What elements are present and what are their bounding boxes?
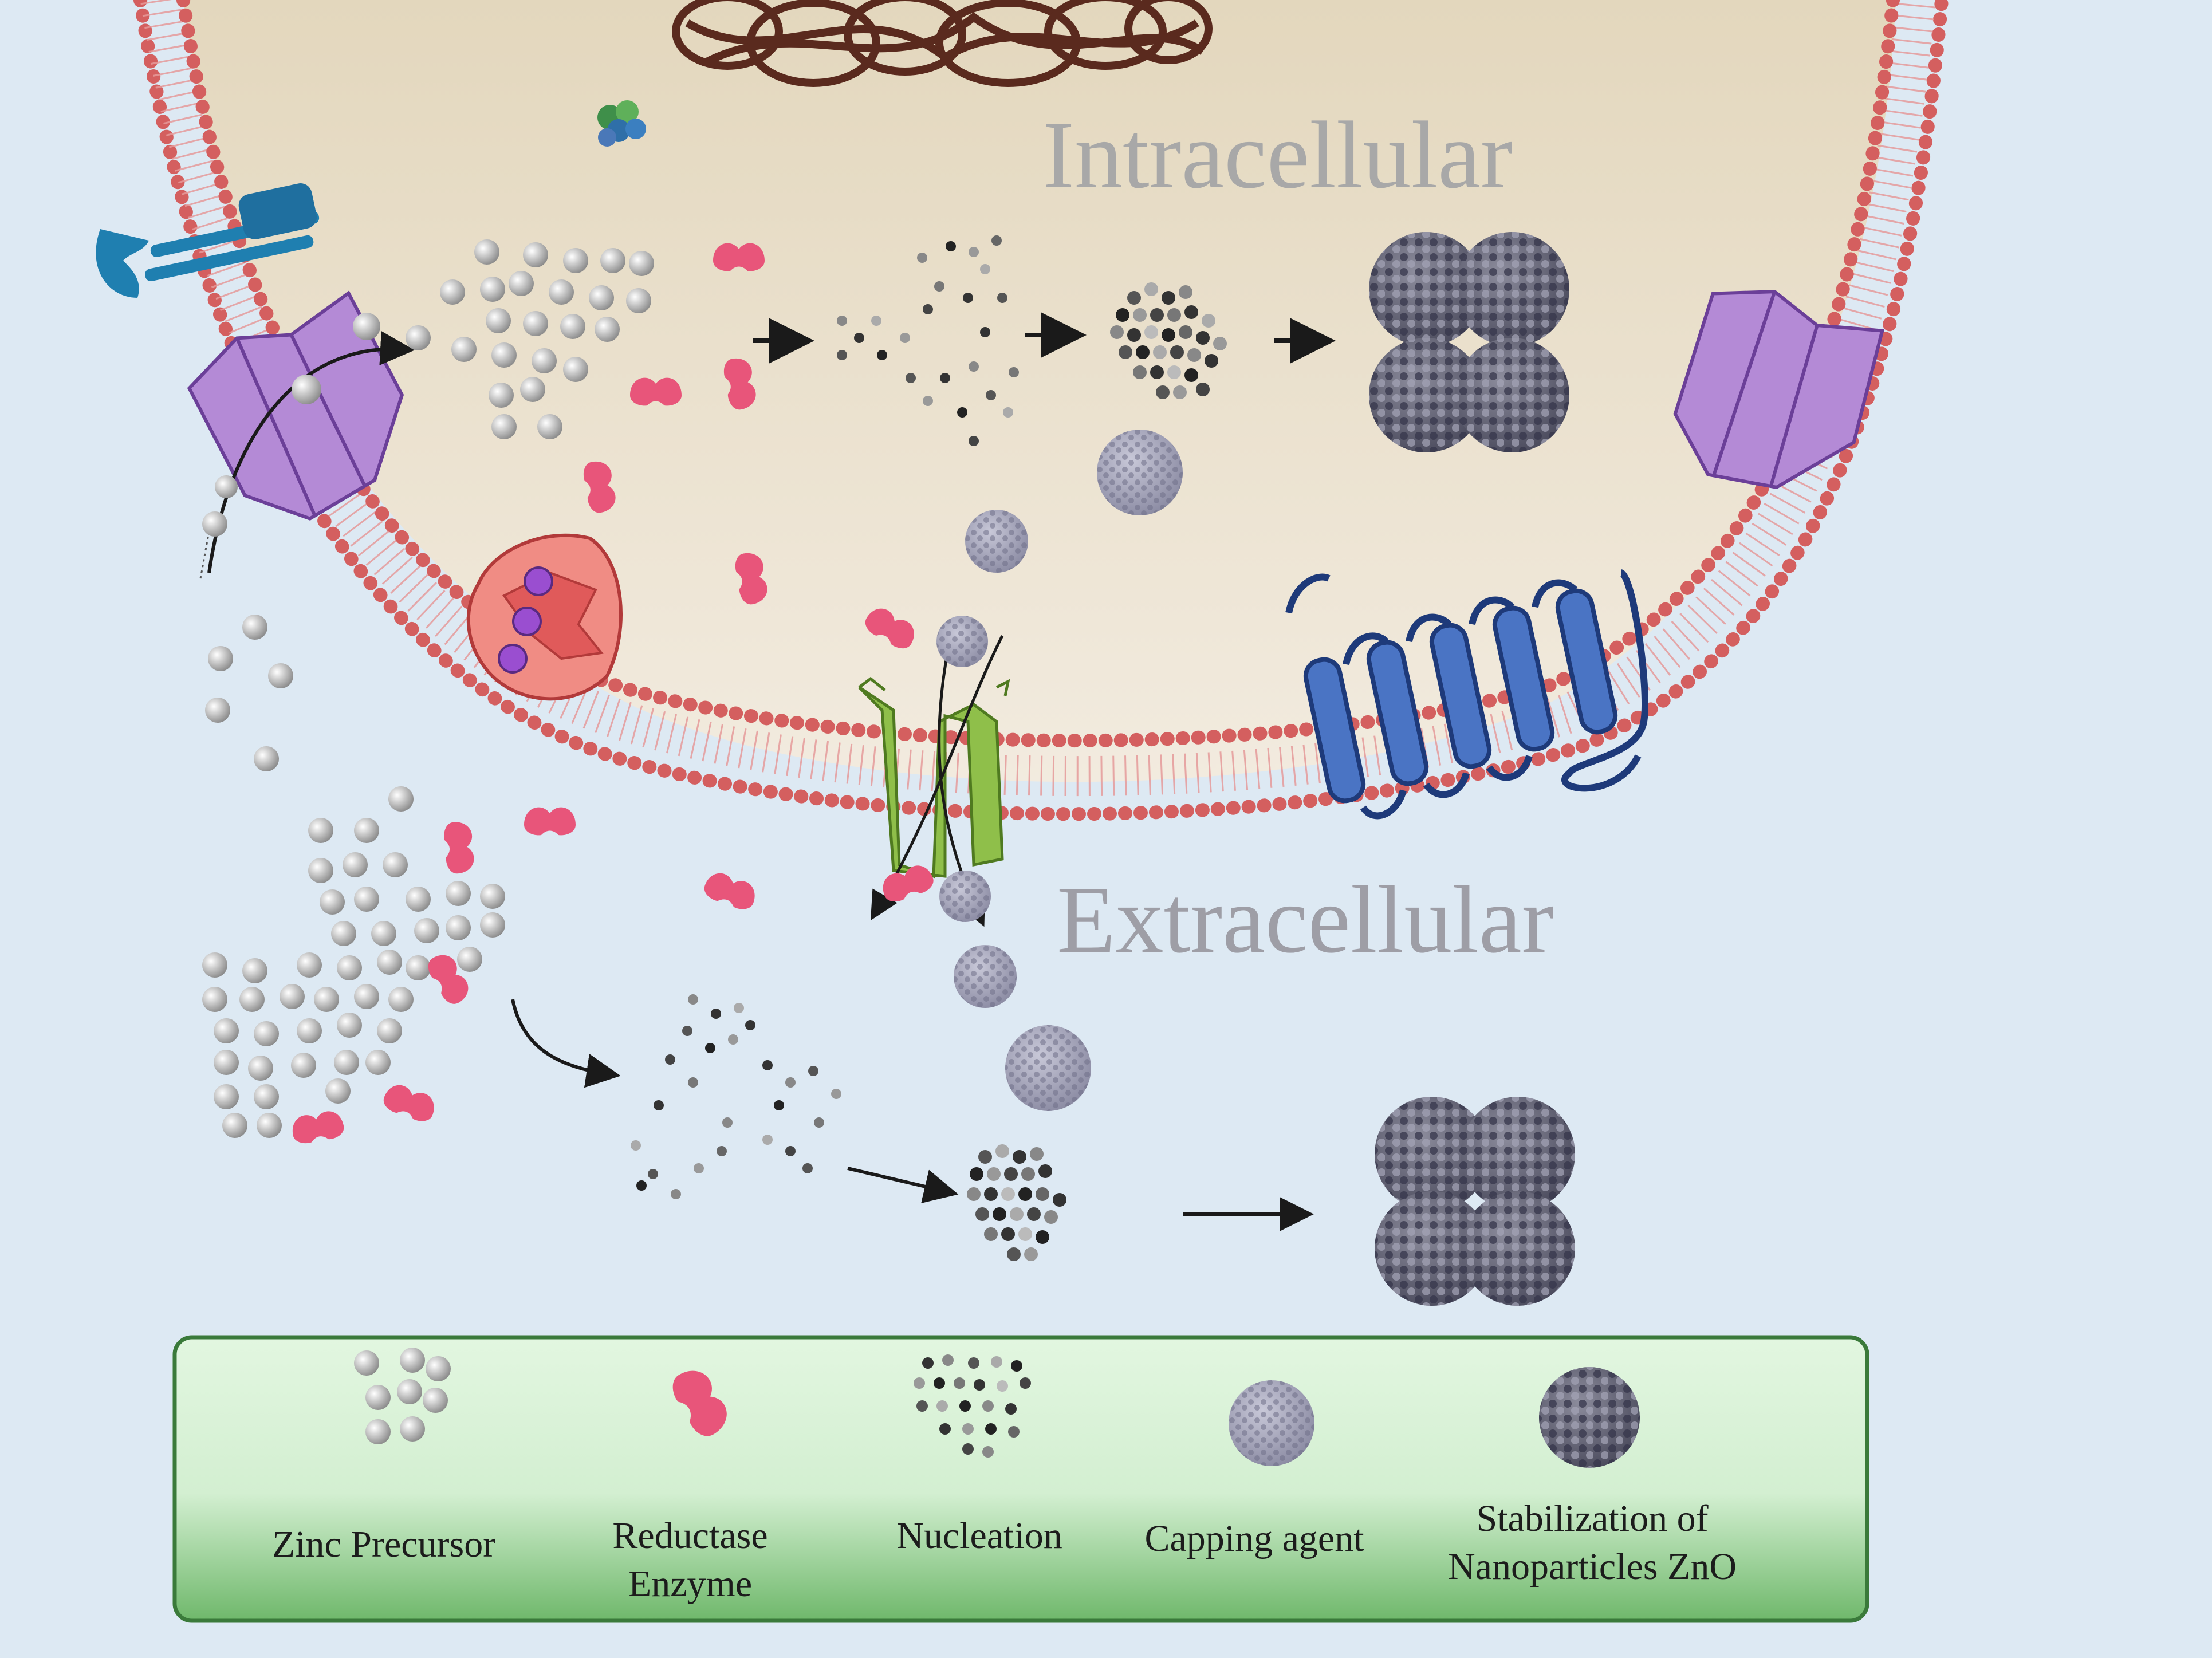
intracellular-label: Intracellular xyxy=(1042,102,1513,208)
intracellular-zno-nanoparticles xyxy=(1369,232,1569,452)
membrane-tails xyxy=(140,0,1936,797)
ribosome-icon xyxy=(597,100,646,147)
legend-zinc-precursor-icon xyxy=(354,1348,451,1444)
intracellular-growth-cluster xyxy=(1110,282,1227,399)
enzyme-pump-icon xyxy=(466,533,623,701)
extracellular-zno-nanoparticles xyxy=(1375,1097,1575,1306)
intracellular-reductase-enzymes xyxy=(583,243,914,649)
receptor-protein-icon xyxy=(96,183,320,298)
extracellular-arrow-2 xyxy=(847,1167,959,1203)
dna-tangle-icon xyxy=(672,0,1213,87)
export-arrow-left xyxy=(870,635,1004,921)
transmembrane-receptor-icon xyxy=(1285,569,1648,820)
legend-nucleation-icon xyxy=(914,1354,1031,1458)
intracellular-nucleation-cluster xyxy=(837,235,1019,446)
extracellular-label: Extracellular xyxy=(1057,867,1554,973)
extracellular-arrow-1 xyxy=(511,999,621,1088)
membrane-outer-heads xyxy=(133,0,1949,821)
extracellular-growth-cluster xyxy=(967,1144,1066,1261)
legend-box xyxy=(172,1335,1869,1623)
intracellular-zinc-precursor-cluster xyxy=(202,239,654,537)
capping-agent-spheres xyxy=(936,430,1183,1111)
extracellular-zinc-precursor-cluster xyxy=(202,615,505,1138)
legend-label-nucleation: Nucleation xyxy=(896,1515,1062,1557)
legend-label-capping-agent: Capping agent xyxy=(1144,1518,1364,1559)
legend-reductase-enzyme-icon xyxy=(672,1370,727,1436)
extracellular-nucleation-cluster xyxy=(631,994,841,1199)
legend-label-zinc-precursor: Zinc Precursor xyxy=(271,1523,496,1565)
legend-label-reductase-enzyme: Reductase Enzyme xyxy=(612,1515,768,1605)
legend-zno-nanoparticle-icon xyxy=(1539,1367,1640,1468)
intracellular-flow-arrows xyxy=(753,312,1336,364)
legend-label-zno-stabilization: Stabilization of Nanoparticles ZnO xyxy=(1448,1498,1737,1588)
extracellular-reductase-enzymes xyxy=(292,807,934,1144)
right-membrane-channel-icon xyxy=(1673,290,1885,490)
legend-capping-agent-icon xyxy=(1229,1380,1314,1466)
left-membrane-channel-icon xyxy=(187,290,404,521)
